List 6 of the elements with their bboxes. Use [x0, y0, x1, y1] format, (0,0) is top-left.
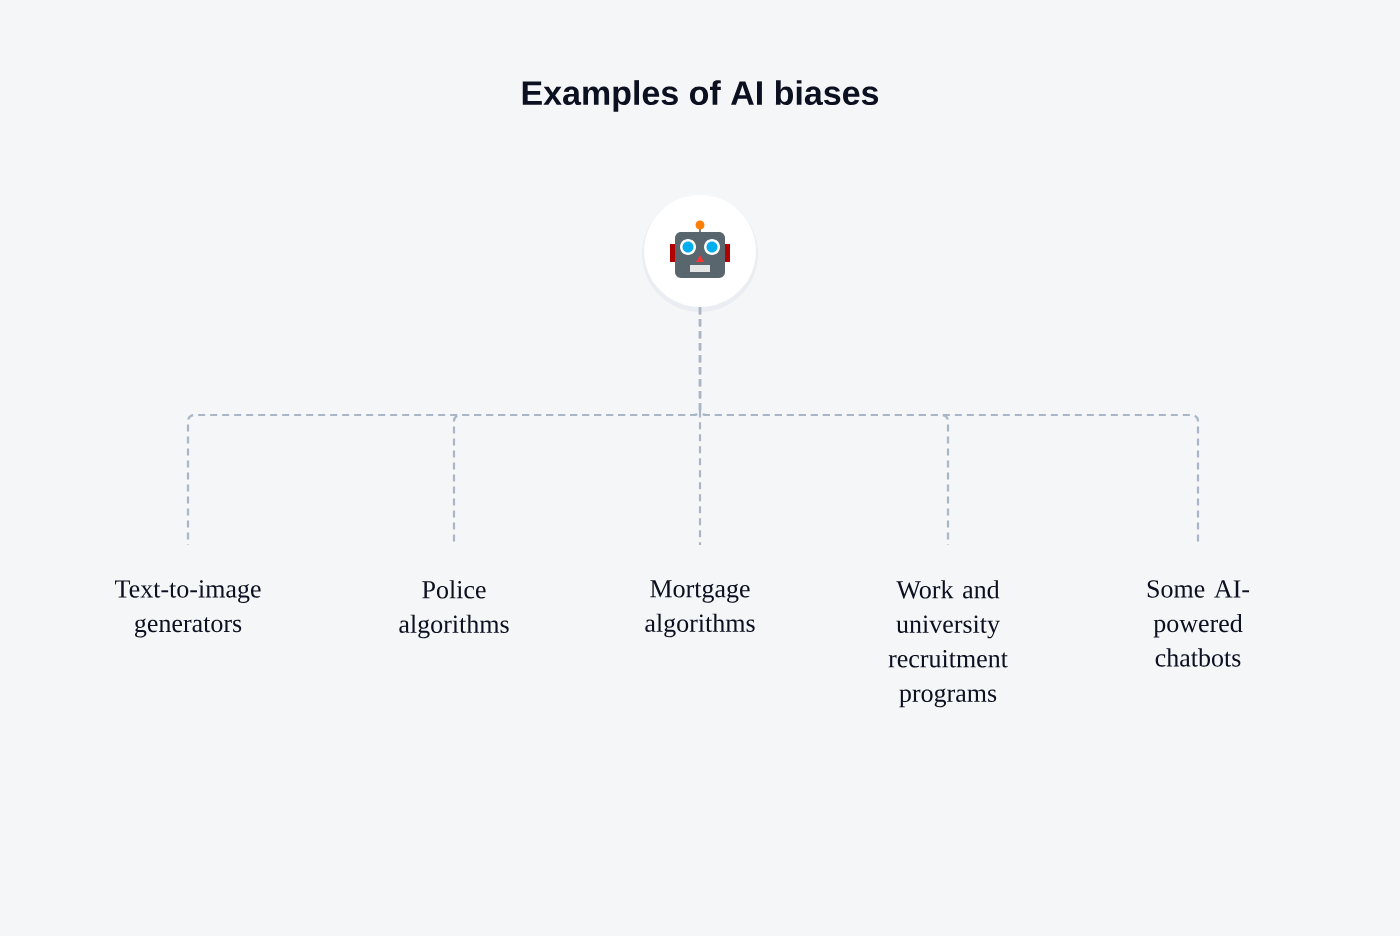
- category-label: Mortgage algorithms: [645, 580, 755, 638]
- title: Examples of AI biases: [522, 80, 879, 112]
- category-label: Police algorithms: [399, 580, 509, 639]
- category-label: Text-to-image generators: [115, 580, 261, 638]
- category-label: Some AI-powered chatbots: [1147, 580, 1250, 667]
- category-label: Work and university recruitment programs: [888, 580, 1008, 708]
